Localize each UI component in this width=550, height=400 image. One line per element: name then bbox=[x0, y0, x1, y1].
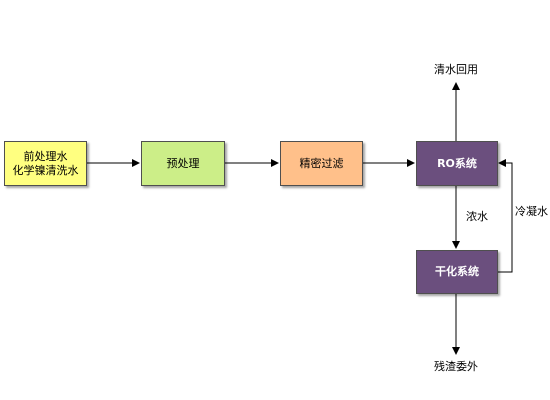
node-source-line1: 前处理水 bbox=[23, 149, 68, 163]
label-concentrate: 浓水 bbox=[466, 210, 488, 223]
arrow-dry-to-ro-condensate bbox=[498, 159, 513, 273]
node-pretreatment: 预处理 bbox=[141, 141, 225, 186]
node-source-text: 前处理水 化学镍清洗水 bbox=[13, 150, 79, 178]
node-source-line2: 化学镍清洗水 bbox=[12, 163, 79, 177]
node-ro-system-label: RO系统 bbox=[437, 156, 477, 170]
node-pretreatment-label: 预处理 bbox=[166, 156, 200, 170]
label-residue-outsourced: 残渣委外 bbox=[434, 360, 478, 373]
node-source-wastewater: 前处理水 化学镍清洗水 bbox=[4, 141, 87, 186]
node-precision-filter-label: 精密过滤 bbox=[299, 156, 344, 170]
node-ro-system: RO系统 bbox=[416, 141, 498, 186]
node-precision-filter: 精密过滤 bbox=[280, 141, 363, 186]
label-condensate: 冷凝水 bbox=[515, 205, 548, 218]
node-drying-system-label: 干化系统 bbox=[435, 265, 479, 278]
node-drying-system: 干化系统 bbox=[416, 250, 498, 294]
label-clean-water-reuse: 清水回用 bbox=[434, 63, 478, 76]
